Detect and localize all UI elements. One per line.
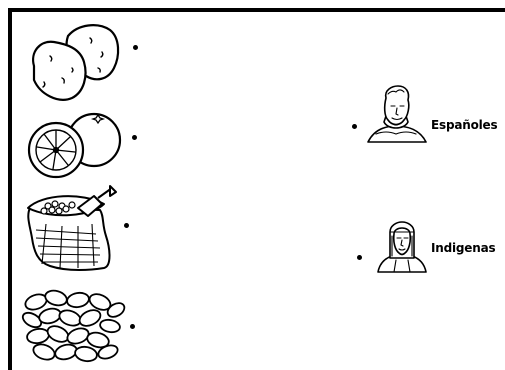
match-point-grain[interactable]	[124, 223, 129, 228]
oranges-icon	[26, 110, 122, 180]
frame-border-left	[8, 8, 12, 370]
match-point-potatoes[interactable]	[133, 45, 138, 50]
indigenas-label: Indigenas	[431, 241, 495, 255]
grain-sack-icon	[22, 186, 122, 278]
frame-border-top	[8, 8, 505, 12]
match-point-espanoles[interactable]	[352, 124, 357, 129]
beans-icon	[22, 288, 126, 364]
match-point-oranges[interactable]	[132, 135, 137, 140]
indigenous-person-icon	[374, 222, 430, 272]
match-point-indigenas[interactable]	[357, 255, 362, 260]
match-point-beans[interactable]	[130, 324, 135, 329]
spanish-conquistador-icon	[366, 86, 428, 146]
espanoles-label: Españoles	[431, 118, 497, 132]
potatoes-icon	[28, 22, 120, 102]
